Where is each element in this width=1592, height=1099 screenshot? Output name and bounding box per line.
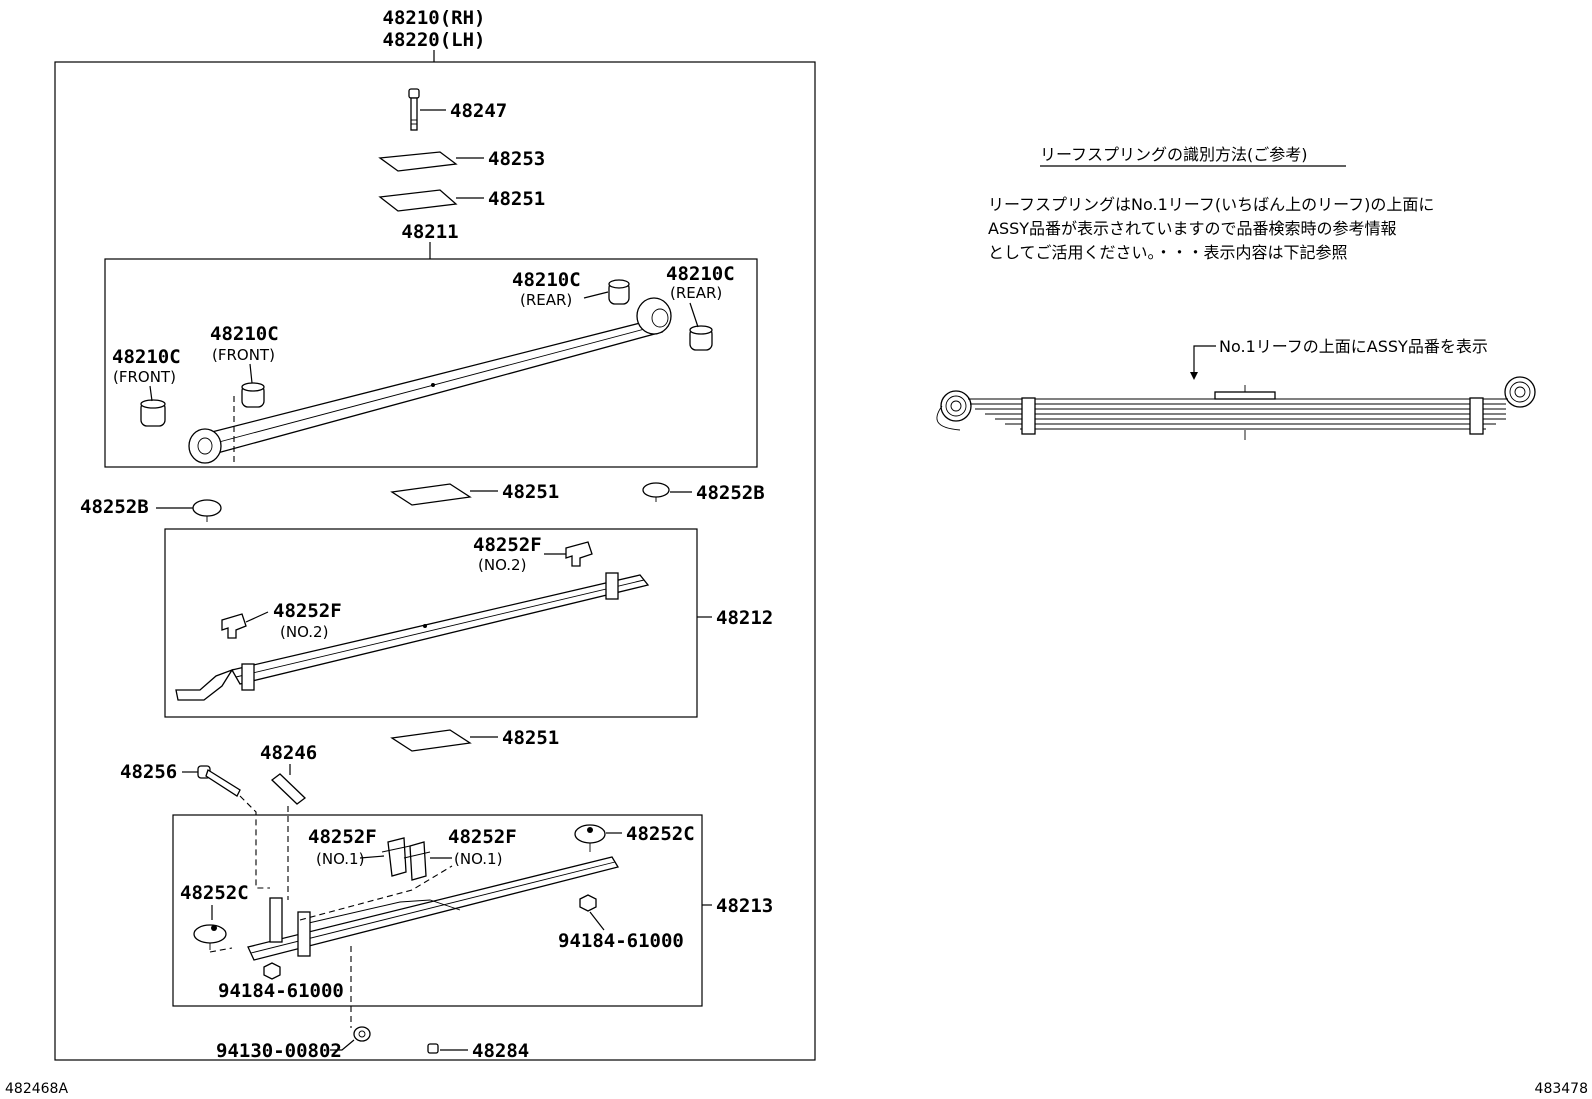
footer-right-id: 483478 [1535, 1081, 1588, 1097]
bumper-b-right-icon [642, 482, 670, 502]
part-number-bushing-front-1[interactable]: 48210C [210, 323, 279, 345]
note-no1-2: (NO.1) [454, 850, 502, 868]
part-number-bumper-b-left[interactable]: 48252B [80, 496, 149, 518]
part-number-plate-top[interactable]: 48253 [488, 148, 545, 170]
leader-nut-9418-right [589, 911, 605, 931]
leaf-spring-side-view-icon [936, 376, 1536, 440]
bolt-center-icon [197, 765, 241, 797]
info-line-3: としてご活用ください。・・・表示内容は下記参照 [988, 243, 1348, 262]
part-number-bolt-top[interactable]: 48247 [450, 100, 507, 122]
part-number-nut-9418-left[interactable]: 94184-61000 [218, 980, 344, 1002]
part-number-leaf3[interactable]: 48213 [716, 895, 773, 917]
part-number-leaf1-pad[interactable]: 48251 [502, 481, 559, 503]
assembly-label-lh[interactable]: 48220(LH) [383, 29, 486, 51]
leaf2-spring-icon [175, 572, 650, 701]
nut-9418-right-icon [579, 894, 597, 912]
bolt-center-guide [239, 795, 270, 889]
part-number-bushing-front-2[interactable]: 48210C [112, 346, 181, 368]
part-number-bushing-rear-2[interactable]: 48210C [666, 263, 735, 285]
part-number-leaf2[interactable]: 48212 [716, 607, 773, 629]
leader-clip-no2-2 [245, 611, 269, 623]
bushing-front-outer-icon [140, 399, 166, 427]
part-number-bumper-c-left[interactable]: 48252C [180, 882, 249, 904]
leader-nut-9413 [330, 1039, 355, 1051]
part-number-bumper-b-right[interactable]: 48252B [696, 482, 765, 504]
part-number-clip-no2-1[interactable]: 48252F [473, 534, 542, 556]
part-number-clip-no1-1[interactable]: 48252F [308, 826, 377, 848]
part-number-leaf1[interactable]: 48211 [401, 221, 458, 243]
part-number-bolt-center[interactable]: 48256 [120, 761, 177, 783]
part-number-bumper-c-right[interactable]: 48252C [626, 823, 695, 845]
note-front-1: (FRONT) [212, 346, 275, 364]
leaf3-spring-icon [247, 856, 620, 961]
leader-bushing-front-2 [149, 385, 153, 402]
bumper-c-right-icon [574, 824, 606, 852]
note-rear-2: (REAR) [670, 284, 722, 302]
nut-48284-icon [427, 1043, 439, 1054]
assembly-label-rh[interactable]: 48210(RH) [383, 7, 486, 29]
leaf3-box [172, 814, 703, 1007]
assembly-frame [54, 61, 816, 1061]
clip-no1-right-icon [403, 841, 431, 881]
part-number-pad-top[interactable]: 48251 [488, 188, 545, 210]
note-rear-1: (REAR) [520, 291, 572, 309]
callout-leader [1193, 345, 1216, 378]
leaf1-box [104, 258, 758, 468]
info-line-2: ASSY品番が表示されていますので品番検索時の参考情報 [988, 219, 1397, 238]
nut-9418-left-icon [263, 962, 281, 980]
leaf1-pad-icon [390, 483, 472, 506]
part-number-bushing-rear-1[interactable]: 48210C [512, 269, 581, 291]
info-line-1: リーフスプリングはNo.1リーフ(いちばん上のリーフ)の上面に [988, 195, 1434, 214]
info-callout: No.1リーフの上面にASSY品番を表示 [1219, 337, 1488, 356]
pin-icon [270, 773, 307, 805]
bolt-top-icon [408, 88, 420, 131]
leaf2-pad-icon [390, 729, 472, 752]
leaf2-box [164, 528, 698, 718]
part-number-clip-no2-2[interactable]: 48252F [273, 600, 342, 622]
pad-top-icon [378, 189, 458, 212]
clip-no2-left-icon [221, 613, 247, 639]
leaf3-guide-top [299, 865, 453, 921]
leader-bushing-rear-2 [689, 302, 699, 328]
footer-left-id: 482468A [5, 1081, 68, 1097]
part-number-pin[interactable]: 48246 [260, 742, 317, 764]
bushing-rear-upper-icon [608, 279, 630, 305]
part-number-nut-9418-right[interactable]: 94184-61000 [558, 930, 684, 952]
bumper-c-left-guide [209, 947, 233, 953]
clip-no1-left-icon [381, 837, 411, 877]
nut-9413-icon [353, 1026, 371, 1042]
bushing-front-inner-icon [241, 382, 265, 408]
bumper-b-left-icon [192, 499, 222, 522]
leader-bushing-front-1 [249, 363, 253, 384]
leader-bushing-rear-1 [583, 291, 609, 299]
note-front-2: (FRONT) [113, 368, 176, 386]
part-number-nut-9413[interactable]: 94130-00802 [216, 1040, 342, 1062]
bumper-c-left-icon [193, 924, 227, 950]
clip-no2-right-icon [565, 541, 593, 567]
callout-arrow-icon [1190, 372, 1198, 380]
bushing-rear-lower-icon [689, 325, 713, 351]
note-no2-2: (NO.2) [280, 623, 328, 641]
leader-clip-no1-1 [359, 855, 385, 859]
note-no1-1: (NO.1) [316, 850, 364, 868]
part-number-nut-48284[interactable]: 48284 [472, 1040, 529, 1062]
note-no2-1: (NO.2) [478, 556, 526, 574]
part-number-leaf2-pad[interactable]: 48251 [502, 727, 559, 749]
plate-top-icon [378, 151, 458, 172]
leaf1-spring-icon [188, 297, 672, 464]
part-number-clip-no1-2[interactable]: 48252F [448, 826, 517, 848]
info-heading: リーフスプリングの識別方法(ご参考) [1040, 145, 1308, 164]
